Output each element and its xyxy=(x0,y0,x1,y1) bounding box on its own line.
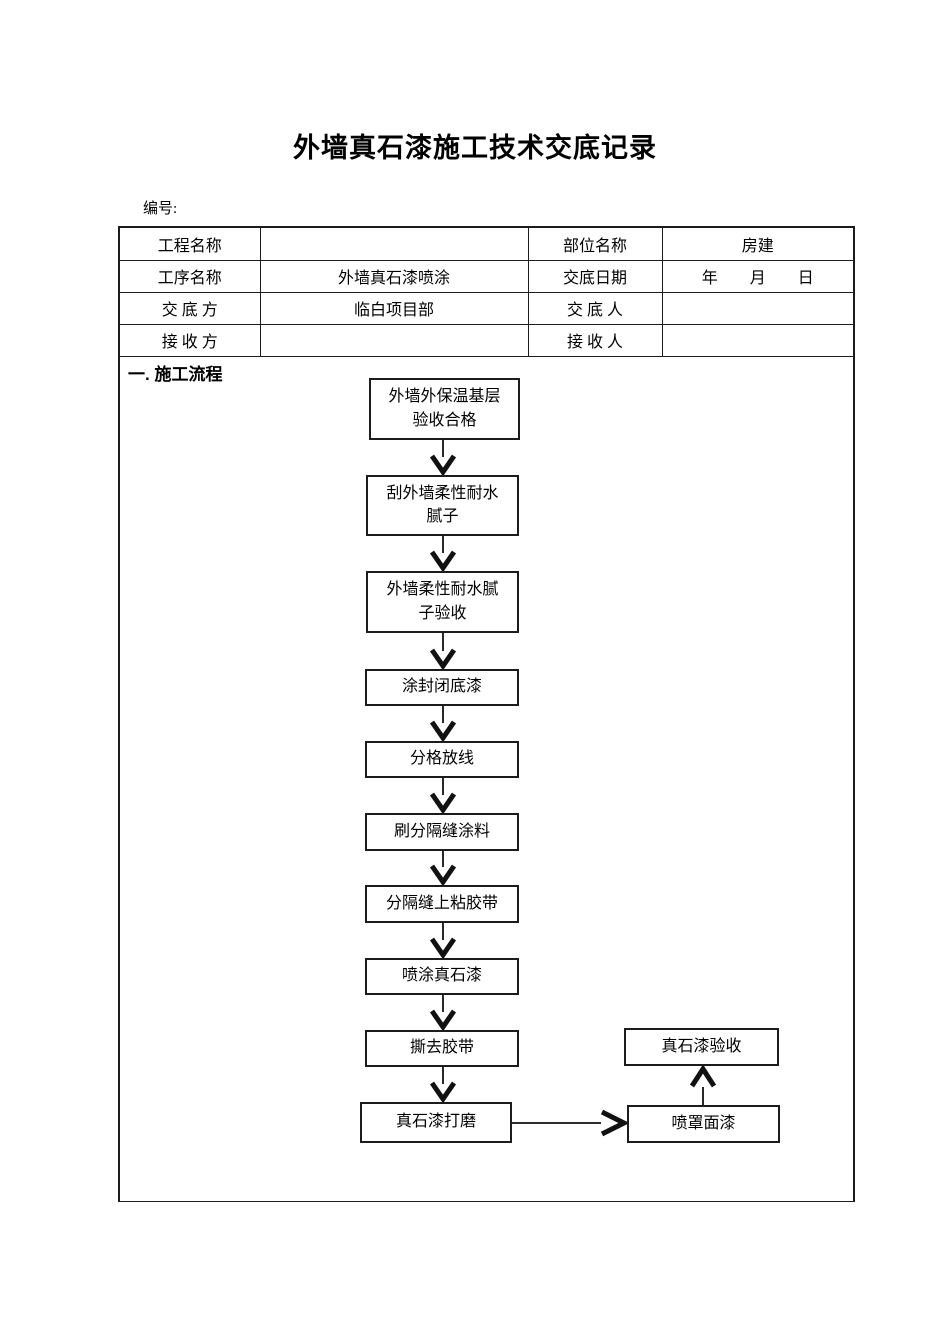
cell-process-name-value: 外墙真石漆喷涂 xyxy=(259,259,529,293)
cell-project-name-value xyxy=(259,228,529,261)
flow-node-brush-joint-coating: 刷分隔缝涂料 xyxy=(365,812,519,851)
table-row: 工序名称 外墙真石漆喷涂 交底日期 年 月 日 xyxy=(120,259,853,293)
arrow-down-9 xyxy=(429,1066,457,1103)
flow-node-putty-acceptance: 外墙柔性耐水腻 子验收 xyxy=(366,570,519,633)
arrow-down-3 xyxy=(429,632,457,670)
cell-part-name-value: 房建 xyxy=(661,228,853,261)
arrow-down-8 xyxy=(429,994,457,1031)
arrow-up-topcoat-to-acceptance xyxy=(689,1063,717,1105)
arrow-down-5 xyxy=(429,777,457,814)
arrow-down-6 xyxy=(429,850,457,886)
table-row: 工程名称 部位名称 房建 xyxy=(120,228,853,261)
cell-receiving-person-value xyxy=(661,323,853,357)
document-number-label: 编号: xyxy=(143,201,178,217)
flow-node-spray-stone-paint: 喷涂真石漆 xyxy=(365,957,519,995)
section-heading: 一. 施工流程 xyxy=(128,364,223,384)
flow-node-tape-on-joints: 分隔缝上粘胶带 xyxy=(365,884,519,923)
cell-part-name-label: 部位名称 xyxy=(527,228,663,261)
cell-discloser-value: 临白项目部 xyxy=(259,291,529,325)
arrow-right-polish-to-topcoat xyxy=(512,1109,630,1136)
flow-node-remove-tape: 撕去胶带 xyxy=(365,1029,519,1067)
cell-receiver-value xyxy=(259,323,529,357)
table-row: 交 底 方 临白项目部 交 底 人 xyxy=(120,291,853,325)
table-row: 接 收 方 接 收 人 xyxy=(120,323,853,357)
disclosure-record-table: 工程名称 部位名称 房建 工序名称 外墙真石漆喷涂 交底日期 年 月 日 交 底… xyxy=(118,226,855,1202)
cell-process-name-label: 工序名称 xyxy=(120,259,261,293)
page-title: 外墙真石漆施工技术交底记录 xyxy=(293,133,657,163)
info-table: 工程名称 部位名称 房建 工序名称 外墙真石漆喷涂 交底日期 年 月 日 交 底… xyxy=(120,228,853,357)
arrow-down-2 xyxy=(429,535,457,572)
cell-receiver-label: 接 收 方 xyxy=(120,323,261,357)
cell-disclosure-date-label: 交底日期 xyxy=(527,259,663,293)
arrow-down-4 xyxy=(429,705,457,742)
arrow-down-1 xyxy=(429,439,457,476)
cell-disclosure-person-label: 交 底 人 xyxy=(527,291,663,325)
cell-discloser-label: 交 底 方 xyxy=(120,291,261,325)
cell-disclosure-person-value xyxy=(661,291,853,325)
cell-project-name-label: 工程名称 xyxy=(120,228,261,261)
flow-node-apply-flexible-putty: 刮外墙柔性耐水 腻子 xyxy=(366,474,519,536)
flow-node-seal-primer: 涂封闭底漆 xyxy=(365,668,519,706)
flow-node-stone-paint-polishing: 真石漆打磨 xyxy=(360,1101,512,1143)
cell-disclosure-date-value: 年 月 日 xyxy=(661,259,853,293)
cell-receiving-person-label: 接 收 人 xyxy=(527,323,663,357)
flow-node-grid-setting-out: 分格放线 xyxy=(365,740,519,778)
arrow-down-7 xyxy=(429,922,457,959)
construction-flowchart: 一. 施工流程 xyxy=(120,356,853,1201)
flow-node-spray-topcoat: 喷罩面漆 xyxy=(627,1104,780,1143)
flow-node-stone-paint-acceptance: 真石漆验收 xyxy=(624,1027,779,1066)
flow-node-insulation-base-accepted: 外墙外保温基层 验收合格 xyxy=(369,377,520,440)
